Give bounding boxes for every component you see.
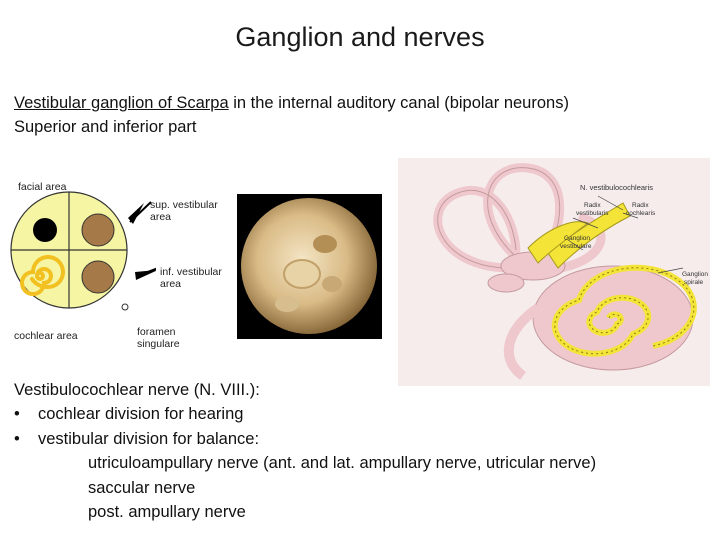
ampulla: [487, 273, 525, 293]
cochlea: [532, 264, 697, 371]
inner-ear-extension: [503, 303, 541, 381]
vestibular-ganglion: [527, 221, 590, 264]
fundus-diagram: [10, 191, 156, 311]
label-n-vestibulocochlearis: N. vestibulocochlearis: [580, 183, 653, 192]
label-foramen-singulare: foramen singulare: [137, 326, 180, 350]
photo-recess-4: [275, 296, 299, 312]
photo-recess-1: [313, 235, 337, 253]
list-item: saccular nerve: [88, 478, 196, 497]
label-cochlear-area: cochlear area: [14, 330, 78, 342]
foramen-singulare-dot: [121, 303, 129, 311]
list-item: vestibular division for balance:: [14, 427, 259, 452]
arrow-inf-vestibular: [135, 270, 156, 280]
label-radix-cochlearis-2: cochlearis: [626, 210, 656, 217]
label-foramen-line1: foramen: [137, 326, 176, 338]
inf-vestibular-dot: [81, 260, 115, 294]
list-item: post. ampullary nerve: [88, 503, 246, 521]
label-inf-line1: inf. vestibular: [160, 266, 222, 278]
label-ganglion-vestibulare-1: Ganglion: [564, 235, 590, 242]
photo-recess-3: [322, 276, 342, 292]
cochlear-spiral: [20, 255, 65, 296]
label-facial-area: facial area: [18, 181, 67, 193]
intro-line-2: Superior and inferior part: [14, 118, 197, 136]
sup-vestibular-dot: [81, 213, 115, 247]
nerve-heading: Vestibulocochlear nerve (N. VIII.):: [14, 381, 260, 399]
facial-area-dot: [33, 218, 57, 242]
label-radix-cochlearis-1: Radix: [632, 202, 649, 209]
label-radix-vestibularis-1: Radix: [584, 202, 601, 209]
labyrinth-illustration: N. vestibulocochlearis Radix vestibulari…: [398, 158, 710, 386]
nerve-divisions-list: cochlear division for hearing vestibular…: [14, 402, 259, 451]
label-sup-vestibular: sup. vestibular area: [150, 199, 218, 223]
label-inf-vestibular: inf. vestibular area: [160, 266, 222, 290]
slide-title: Ganglion and nerves: [235, 22, 485, 52]
intro-term: Vestibular ganglion of Scarpa: [14, 94, 229, 112]
list-item: utriculoampullary nerve (ant. and lat. a…: [88, 454, 597, 472]
label-foramen-line2: singulare: [137, 338, 180, 350]
endoscope-photo: [237, 194, 382, 339]
label-ganglion-spirale-1: Ganglion: [682, 271, 708, 278]
label-inf-line2: area: [160, 278, 182, 290]
intro-rest: in the internal auditory canal (bipolar …: [228, 94, 569, 112]
label-sup-line1: sup. vestibular: [150, 199, 218, 211]
list-item: cochlear division for hearing: [14, 402, 259, 427]
label-sup-line2: area: [150, 211, 172, 223]
vestibular-branches-list: utriculoampullary nerve (ant. and lat. a…: [88, 451, 596, 525]
photo-recess-2: [283, 259, 321, 289]
label-ganglion-spirale-2: spirale: [684, 279, 704, 286]
intro-line: Vestibular ganglion of Scarpa in the int…: [14, 94, 569, 113]
label-radix-vestibularis-2: vestibularis: [576, 210, 609, 217]
label-ganglion-vestibulare-2: vestibulare: [560, 243, 592, 250]
